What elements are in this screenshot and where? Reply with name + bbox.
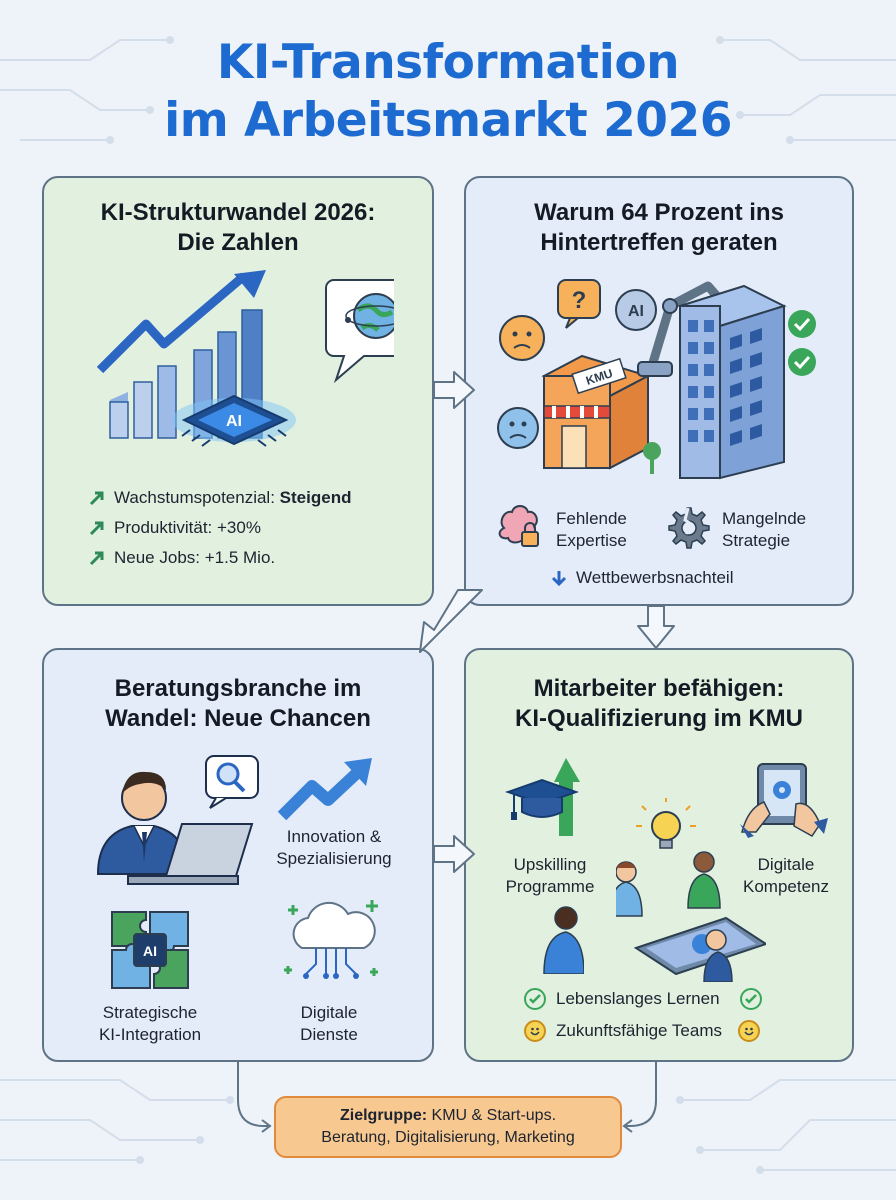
factor-line-2: Expertise — [556, 531, 627, 550]
panel-beratungsbranche: Beratungsbranche im Wandel: Neue Chancen… — [42, 648, 434, 1062]
item-line-2: Dienste — [300, 1025, 358, 1044]
item-ki-integration: Strategische KI-Integration — [60, 1002, 240, 1046]
footer-line-2: Beratung, Digitalisierung, Marketing — [321, 1129, 575, 1146]
result-wettbewerbsnachteil: Wettbewerbsnachteil — [550, 568, 734, 588]
item-line-1: Digitale — [757, 855, 815, 874]
broken-gear-icon — [668, 507, 710, 549]
footer-text-1: KMU & Start-ups. — [427, 1107, 557, 1124]
panel-title: Beratungsbranche im Wandel: Neue Chancen — [44, 674, 432, 734]
svg-text:AI: AI — [628, 303, 644, 320]
growth-chart-illustration: AI — [96, 270, 394, 447]
title-line-2: im Arbeitsmarkt 2026 — [164, 93, 732, 148]
stat-wachstum: Wachstumspotenzial: Steigend — [88, 488, 351, 508]
panel-title-line-1: Beratungsbranche im — [114, 675, 362, 702]
svg-text:?: ? — [572, 287, 587, 314]
stat-produktivitaet: Produktivität: +30% — [88, 518, 261, 538]
item-digitale-dienste: Digitale Dienste — [254, 1002, 404, 1046]
panel-title: Mitarbeiter befähigen: KI-Qualifizierung… — [466, 674, 852, 734]
panel-title-line-2: Wandel: Neue Chancen — [105, 705, 371, 732]
panel-ki-strukturwandel: KI-Strukturwandel 2026: Die Zahlen — [42, 176, 434, 606]
item-line-1: Innovation & — [286, 827, 382, 846]
stat-neue-jobs: Neue Jobs: +1.5 Mio. — [88, 548, 275, 568]
target-group-box: Zielgruppe: KMU & Start-ups. Beratung, D… — [274, 1096, 622, 1158]
lightbulb-icon — [636, 798, 696, 849]
stat-label: Neue Jobs: +1.5 Mio. — [114, 548, 276, 567]
person-icon — [543, 906, 584, 974]
question-bubble-icon: ? — [557, 279, 601, 329]
check-circle-icon — [788, 310, 816, 376]
search-bubble-icon — [205, 755, 259, 809]
check-zukunftsfaehige-teams: Zukunftsfähige Teams — [524, 1020, 760, 1042]
footer-label: Zielgruppe: — [339, 1107, 428, 1124]
trend-up-icon — [89, 551, 104, 566]
item-line-2: Spezialisierung — [276, 849, 392, 868]
trend-up-icon — [89, 521, 104, 536]
corporate-building-icon — [643, 284, 787, 480]
tablet-gear-icon — [740, 763, 828, 838]
factor-mangelnde-strategie: Mangelnde Strategie — [722, 508, 806, 552]
check-label: Lebenslanges Lernen — [556, 989, 720, 1008]
ai-puzzle-icon: AI — [111, 911, 189, 989]
ai-chip-icon: AI — [172, 394, 296, 447]
smiley-icon — [738, 1020, 760, 1042]
kmu-shop-icon: KMU — [541, 354, 651, 470]
kmu-vs-corporate-illustration: ? KMU AI — [497, 279, 816, 480]
factor-line-2: Strategie — [722, 531, 791, 550]
factor-fehlende-expertise: Fehlende Expertise — [556, 508, 627, 552]
panel-title: KI-Strukturwandel 2026: Die Zahlen — [44, 198, 432, 258]
item-line-2: Programme — [505, 877, 595, 896]
trend-up-icon — [89, 491, 104, 506]
consultant-laptop-icon — [96, 755, 259, 885]
check-circle-icon — [524, 988, 546, 1010]
item-innovation: Innovation & Spezialisierung — [244, 826, 424, 870]
factor-line-1: Mangelnde — [722, 509, 807, 528]
arrow-down-icon — [551, 571, 567, 587]
check-lebenslanges-lernen: Lebenslanges Lernen — [524, 988, 762, 1010]
svg-text:AI: AI — [143, 943, 157, 959]
worried-face-icon — [499, 315, 545, 361]
stat-label: Wachstumspotenzial: — [114, 488, 280, 507]
stat-label: Produktivität: +30% — [114, 518, 261, 537]
item-line-1: Upskilling — [513, 855, 587, 874]
item-line-2: KI-Integration — [98, 1025, 202, 1044]
robot-arm-icon: AI — [615, 281, 726, 377]
panel-title: Warum 64 Prozent ins Hintertreffen gerat… — [466, 198, 852, 258]
panel-title-line-1: KI-Strukturwandel 2026: — [100, 199, 376, 226]
global-network-icon — [325, 279, 394, 384]
title-line-1: KI-Transformation — [216, 35, 680, 90]
panel-title-line-1: Warum 64 Prozent ins — [534, 199, 784, 226]
item-digitale-kompetenz: Digitale Kompetenz — [724, 854, 848, 898]
panel-mitarbeiter-befaehigen: Mitarbeiter befähigen: KI-Qualifizierung… — [464, 648, 854, 1062]
anxious-face-icon — [497, 407, 539, 449]
team-collaboration-icon — [616, 798, 766, 982]
zigzag-growth-arrow-icon — [277, 758, 372, 821]
item-line-2: Kompetenz — [743, 877, 829, 896]
factor-line-1: Fehlende — [556, 509, 627, 528]
check-circle-icon — [739, 988, 762, 1010]
chip-label: AI — [226, 413, 242, 430]
result-label: Wettbewerbsnachteil — [576, 568, 734, 587]
panel-title-line-2: KI-Qualifizierung im KMU — [515, 705, 803, 732]
smiley-icon — [524, 1020, 546, 1042]
item-line-1: Strategische — [102, 1003, 198, 1022]
footer-line-1: Zielgruppe: KMU & Start-ups. — [276, 1105, 620, 1127]
cloud-network-icon — [284, 900, 378, 979]
panel-title-line-2: Die Zahlen — [177, 229, 299, 256]
item-line-1: Digitale — [300, 1003, 358, 1022]
brain-lock-icon — [498, 505, 539, 547]
item-upskilling: Upskilling Programme — [480, 854, 620, 898]
panel-title-line-1: Mitarbeiter befähigen: — [533, 675, 785, 702]
panel-warum-64-prozent: Warum 64 Prozent ins Hintertreffen gerat… — [464, 176, 854, 606]
graduation-cap-icon — [504, 758, 580, 836]
stat-value: Steigend — [279, 488, 352, 507]
page-title: KI-Transformation im Arbeitsmarkt 2026 — [0, 34, 896, 150]
panel-title-line-2: Hintertreffen geraten — [540, 229, 778, 256]
check-label: Zukunftsfähige Teams — [556, 1021, 722, 1040]
